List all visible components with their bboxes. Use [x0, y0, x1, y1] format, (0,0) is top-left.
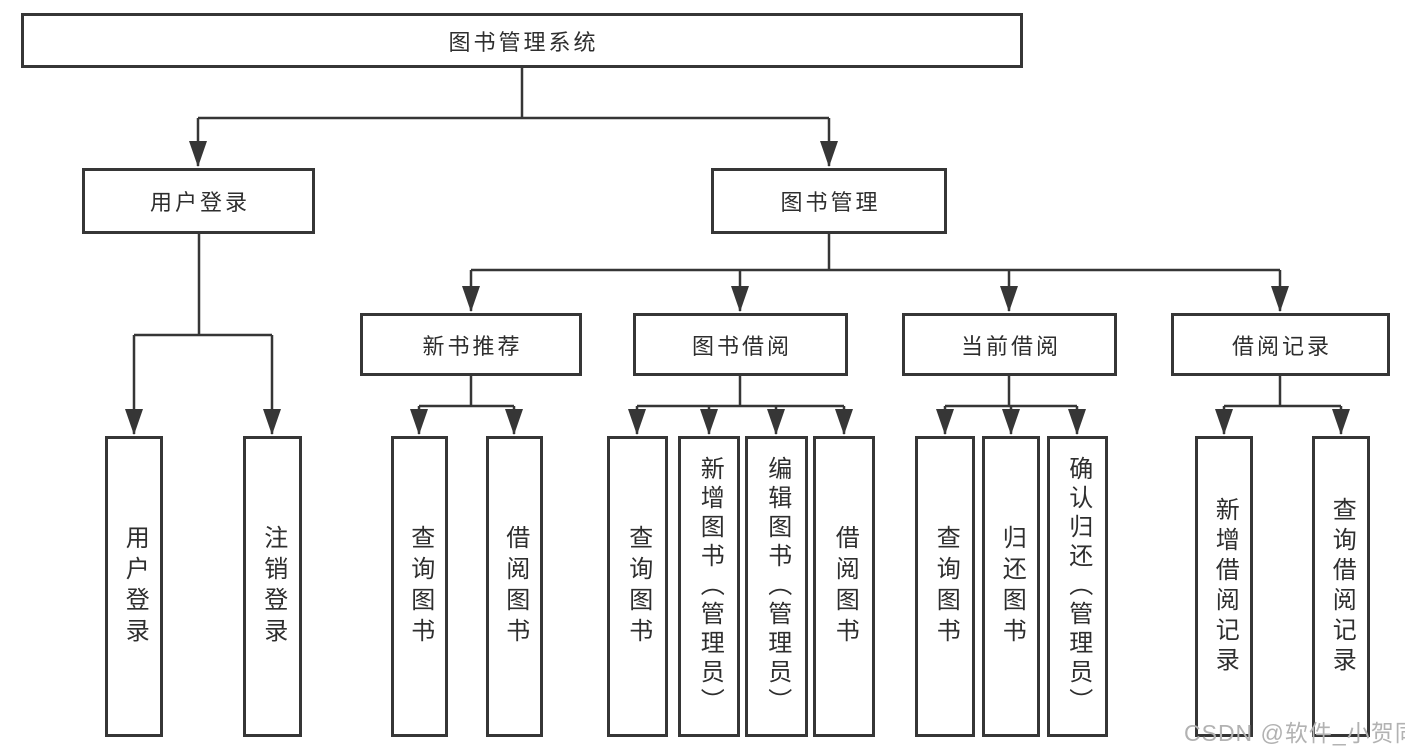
- node-new-book-recommend: 新书推荐: [360, 313, 582, 376]
- node-root-system: 图书管理系统: [21, 13, 1023, 68]
- leaf-newbook-borrow-books: 借阅图书: [486, 436, 543, 737]
- leaf-borrow-edit-books-admin: 编辑图书（管理员）: [745, 436, 808, 737]
- leaf-borrow-add-books-admin: 新增图书（管理员）: [678, 436, 740, 737]
- leaf-borrow-borrow-books: 借阅图书: [813, 436, 875, 737]
- node-user-login: 用户登录: [82, 168, 315, 234]
- leaf-current-query-books: 查询图书: [915, 436, 975, 737]
- leaf-current-return-books: 归还图书: [982, 436, 1040, 737]
- leaf-user-login: 用户登录: [105, 436, 163, 737]
- leaf-current-confirm-return-admin: 确认归还（管理员）: [1047, 436, 1108, 737]
- node-borrow-records: 借阅记录: [1171, 313, 1390, 376]
- node-book-management: 图书管理: [711, 168, 947, 234]
- node-current-borrow: 当前借阅: [902, 313, 1117, 376]
- node-book-borrow: 图书借阅: [633, 313, 848, 376]
- leaf-records-add-record: 新增借阅记录: [1195, 436, 1253, 737]
- leaf-logout: 注销登录: [243, 436, 302, 737]
- leaf-records-query-record: 查询借阅记录: [1312, 436, 1370, 737]
- leaf-borrow-query-books: 查询图书: [607, 436, 668, 737]
- leaf-newbook-query-books: 查询图书: [391, 436, 448, 737]
- csdn-watermark: CSDN @软件_小贺同学: [1184, 720, 1405, 746]
